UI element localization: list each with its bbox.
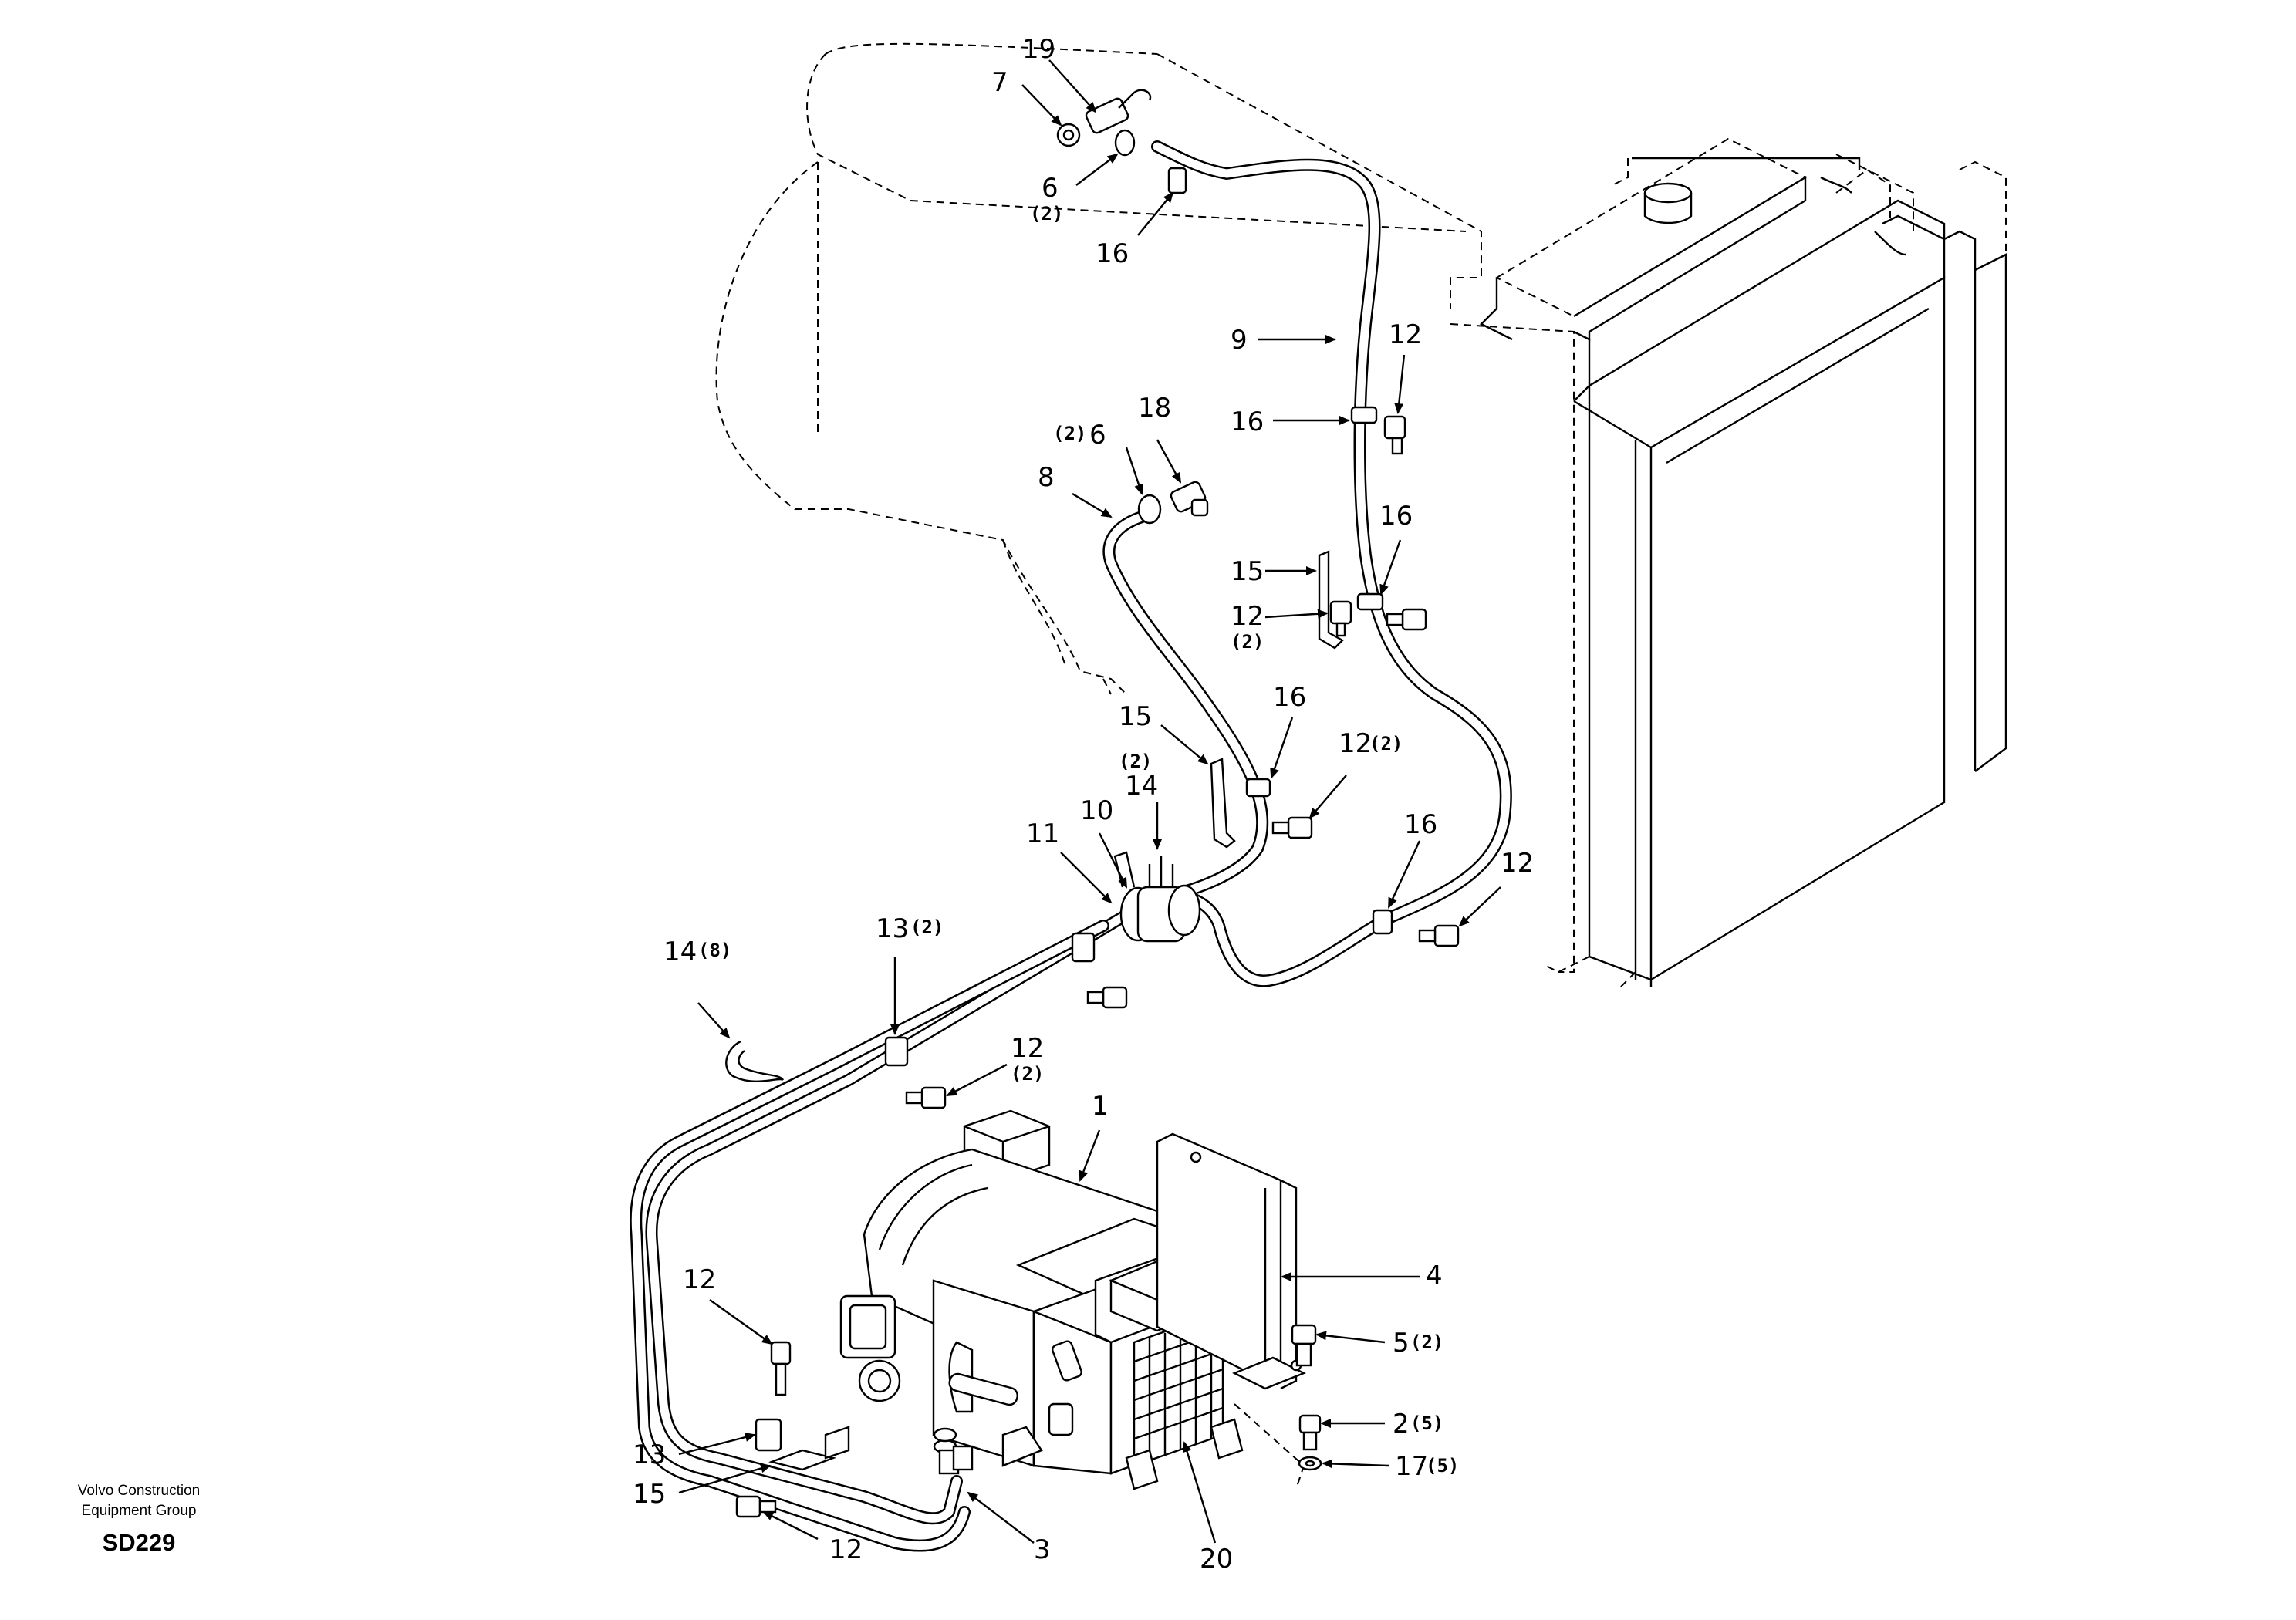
callout-12d: 12 xyxy=(1501,848,1534,879)
shutoff-valve xyxy=(1113,851,1201,943)
callout-17-qty: (5) xyxy=(1426,1455,1459,1477)
hose-9 xyxy=(1151,140,1512,987)
callout-4: 4 xyxy=(1426,1261,1443,1291)
callout-5: 5 xyxy=(1393,1328,1410,1358)
engine-outline xyxy=(715,42,1482,695)
middle-fittings xyxy=(1137,481,1209,525)
callout-labels: 19 7 6 (2) 16 9 12 16 18 (2) 6 8 16 15 1… xyxy=(633,34,1534,1574)
bolt-12g xyxy=(905,1086,947,1109)
callout-7: 7 xyxy=(991,67,1008,98)
callout-16b: 16 xyxy=(1231,407,1264,437)
callout-17: 17 xyxy=(1395,1451,1428,1482)
callout-12f: 12 xyxy=(683,1264,716,1295)
callout-6b-qty: (2) xyxy=(1053,423,1086,444)
hose-8 xyxy=(1102,511,1269,901)
callout-14a-qty: (2) xyxy=(1119,751,1152,772)
brackets xyxy=(768,550,1344,1471)
bolt-12f xyxy=(1086,986,1128,1009)
cable-tie xyxy=(725,1040,785,1083)
callout-14b: 14 xyxy=(663,937,697,967)
callout-6b: 6 xyxy=(1089,420,1106,451)
callout-16a: 16 xyxy=(1096,238,1129,269)
radiator xyxy=(1450,137,2007,988)
callout-13b: 13 xyxy=(633,1439,666,1470)
callout-5-qty: (2) xyxy=(1410,1331,1443,1353)
heater-bolts xyxy=(1291,1324,1322,1471)
callout-12c-qty: (2) xyxy=(1369,733,1403,754)
callout-1: 1 xyxy=(1092,1091,1109,1122)
callout-14a: 14 xyxy=(1125,771,1158,802)
clamp-13b xyxy=(884,1036,909,1067)
callout-16d: 16 xyxy=(1273,682,1306,713)
credit-line-2: Equipment Group xyxy=(81,1503,197,1519)
leader-arrows xyxy=(678,59,1501,1544)
bolts xyxy=(735,415,1460,1518)
callout-2-qty: (5) xyxy=(1410,1412,1443,1434)
callout-6a-qty: (2) xyxy=(1030,203,1063,224)
pipe-13 xyxy=(630,904,1140,1552)
callout-2: 2 xyxy=(1393,1409,1410,1439)
callout-15a: 15 xyxy=(1231,556,1264,587)
callout-12a: 12 xyxy=(1389,319,1422,350)
clamp-16d xyxy=(1245,778,1271,798)
clamp-13a xyxy=(1071,932,1096,963)
callout-20: 20 xyxy=(1200,1544,1233,1574)
callout-16e: 16 xyxy=(1404,809,1437,840)
callout-13a: 13 xyxy=(876,913,909,944)
credit-line-1: Volvo Construction xyxy=(77,1483,201,1499)
bolt-12e xyxy=(1418,924,1460,947)
grille-lines xyxy=(1133,1317,1224,1460)
callout-12b: 12 xyxy=(1231,601,1264,632)
callout-6a: 6 xyxy=(1042,173,1059,204)
clamp-13c xyxy=(755,1418,782,1452)
bolt-12c xyxy=(1386,608,1427,631)
clamp-16a xyxy=(1167,167,1187,194)
callout-11: 11 xyxy=(1026,818,1059,849)
callout-13a-qty: (2) xyxy=(910,916,944,938)
callout-19: 19 xyxy=(1022,34,1055,65)
clamp-16c xyxy=(1356,592,1384,611)
clamp-16b xyxy=(1350,406,1378,424)
callout-16c: 16 xyxy=(1379,501,1413,532)
clamp-16e xyxy=(1372,909,1393,935)
callout-12g: 12 xyxy=(829,1534,863,1565)
callout-9: 9 xyxy=(1231,325,1248,356)
diagram-code: SD229 xyxy=(102,1529,176,1556)
clamps xyxy=(755,167,1393,1452)
callout-18: 18 xyxy=(1138,393,1171,424)
callout-12e-qty: (2) xyxy=(1011,1063,1044,1085)
callout-10: 10 xyxy=(1080,795,1113,826)
callout-15c: 15 xyxy=(633,1479,666,1510)
callout-15b: 15 xyxy=(1119,701,1152,732)
callout-14b-qty: (8) xyxy=(698,940,731,961)
mounting-plate xyxy=(1156,1132,1306,1490)
bolt-12b xyxy=(1329,600,1352,637)
callout-12b-qty: (2) xyxy=(1231,631,1264,653)
bolt-12a xyxy=(1383,415,1406,455)
callout-3: 3 xyxy=(1034,1534,1051,1565)
bolt-12d xyxy=(1271,816,1313,839)
callout-8: 8 xyxy=(1038,462,1055,493)
callout-12c: 12 xyxy=(1339,728,1372,759)
bolt-12h xyxy=(770,1341,792,1396)
top-fittings xyxy=(1056,89,1152,157)
callout-12e: 12 xyxy=(1011,1033,1044,1064)
